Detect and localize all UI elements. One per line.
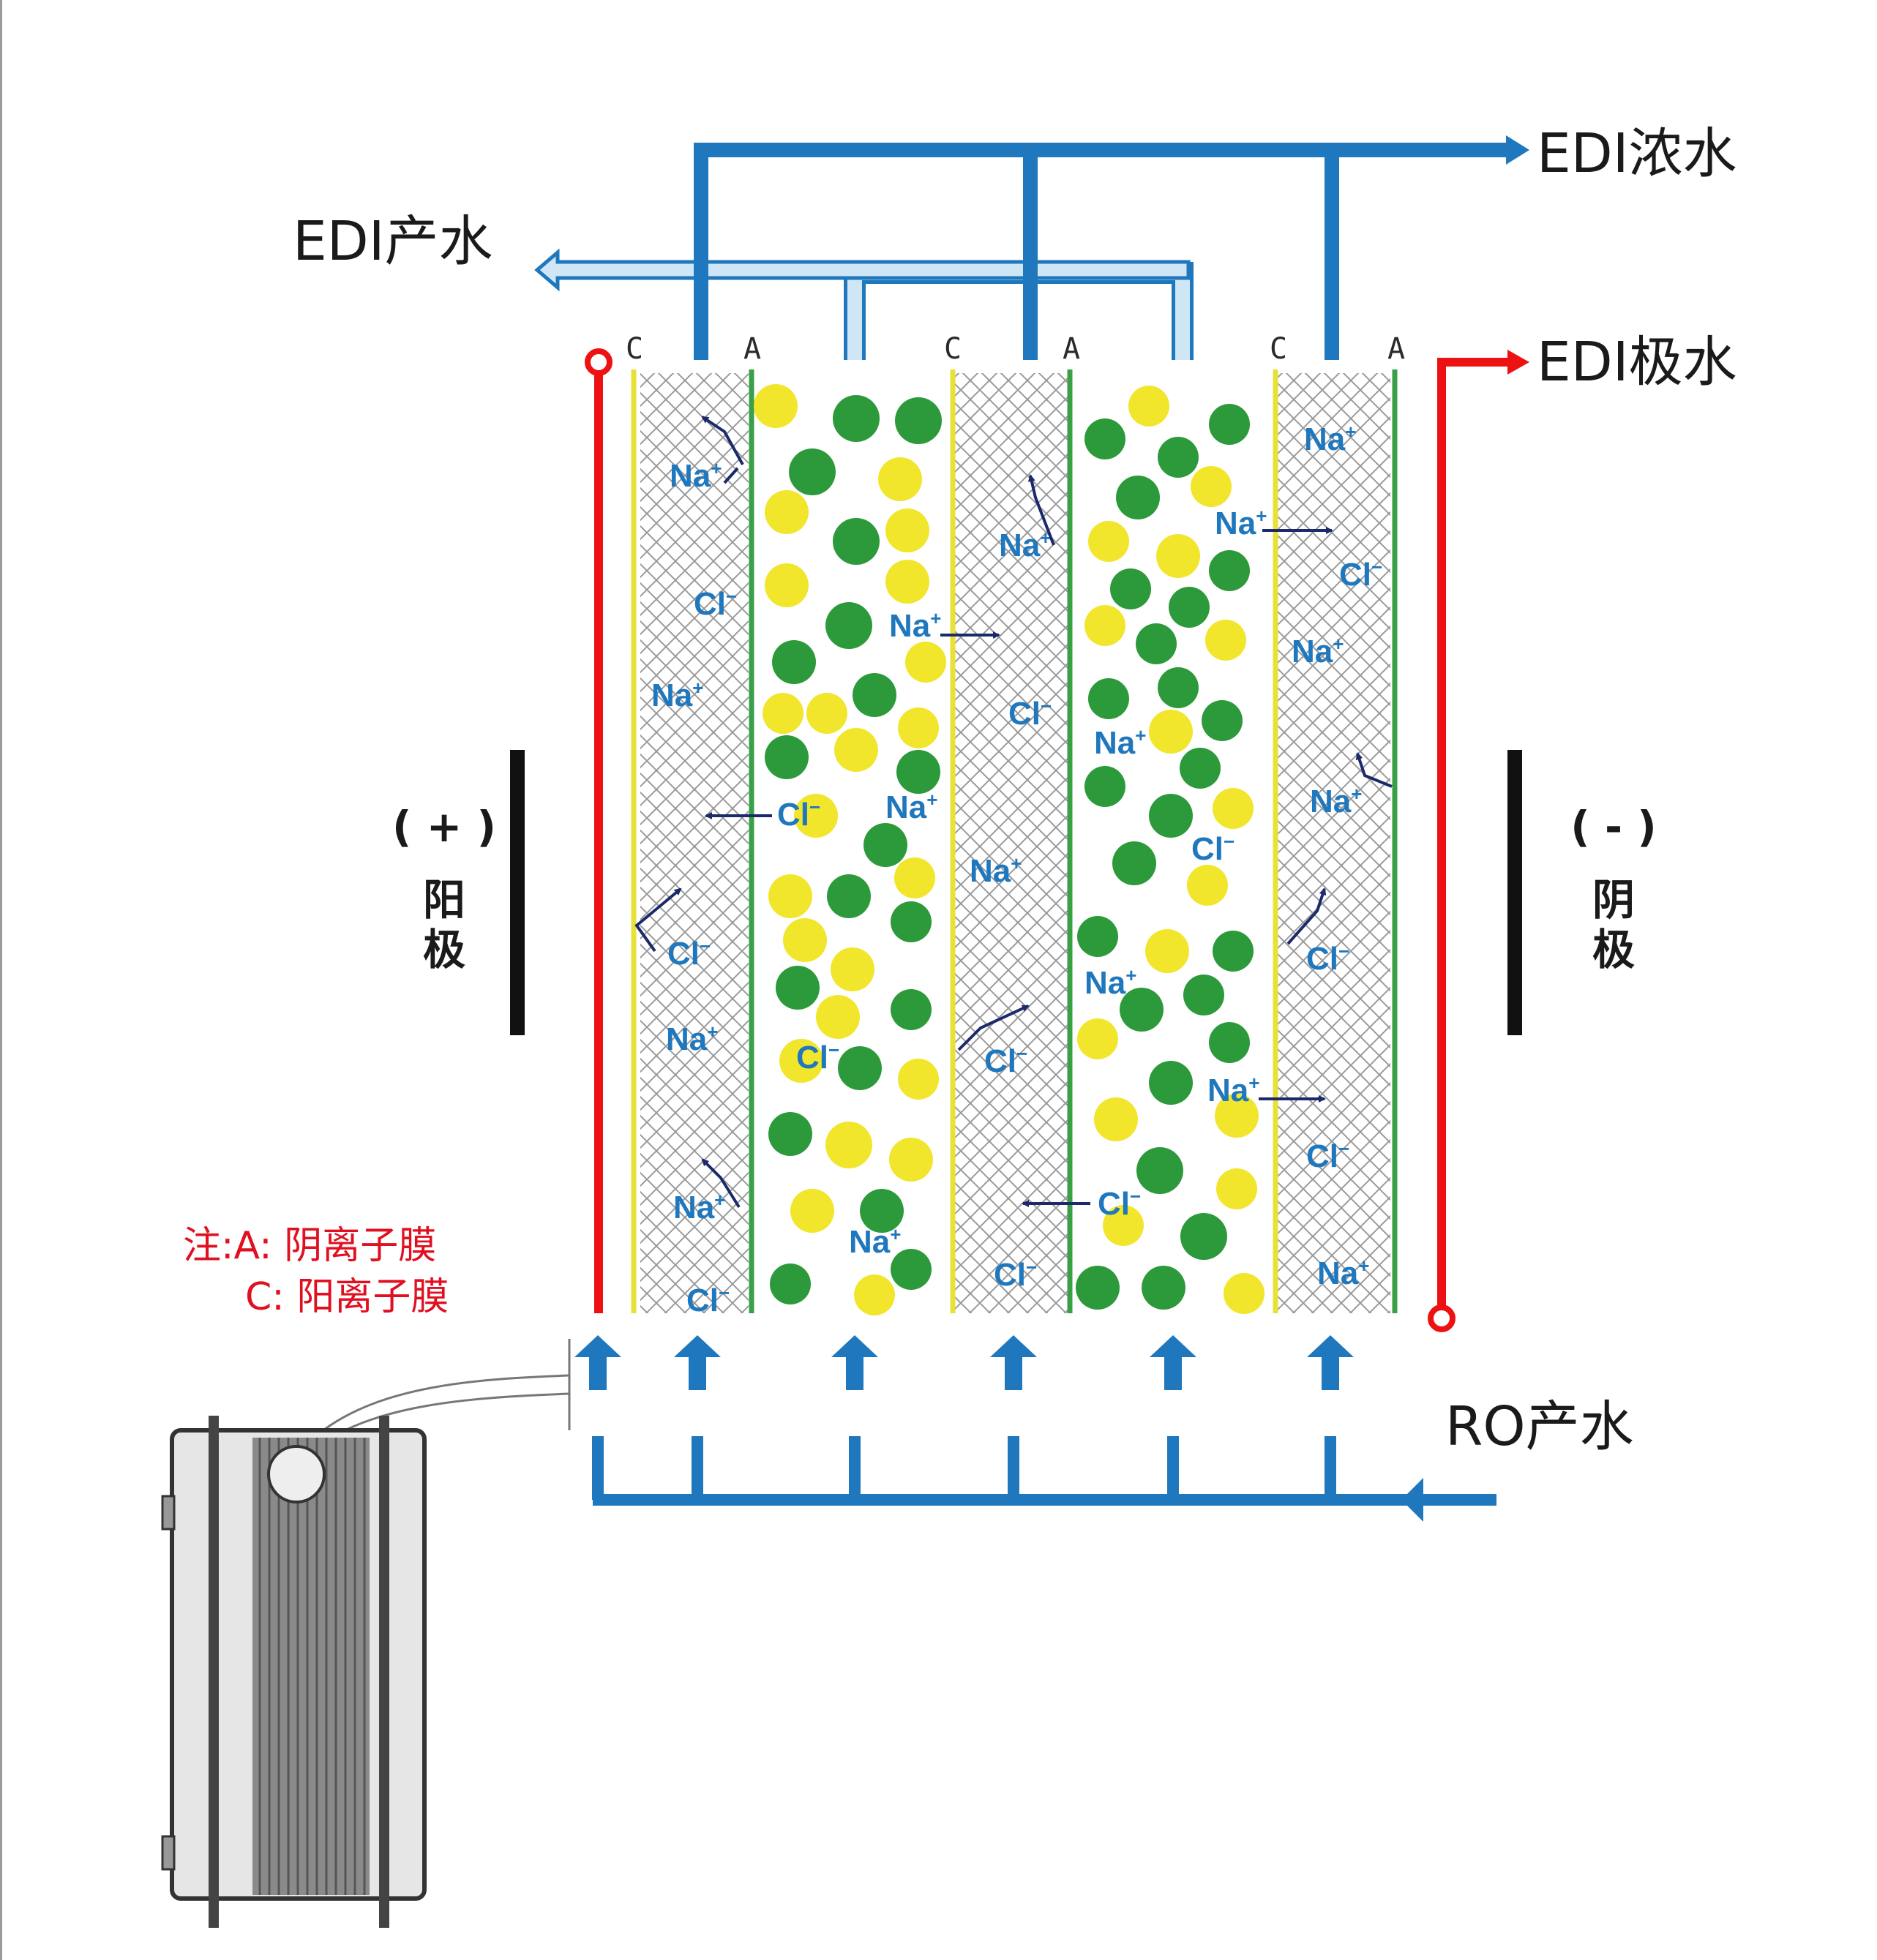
ion-cl: Cl−: [686, 1282, 730, 1318]
ion-cl: Cl−: [1306, 940, 1349, 977]
cathode-plate: [1507, 750, 1522, 1035]
legend-note-anion: 注:A: 阴离子膜: [183, 1224, 436, 1268]
concentrate-compartment-2: [955, 373, 1068, 1313]
ion-na: Na+: [651, 677, 703, 713]
membrane-label-a-3: A: [1387, 332, 1405, 366]
ion-cl: Cl−: [994, 1256, 1037, 1293]
left-border: [0, 0, 2, 1960]
legend-note-cation: C: 阳离子膜: [245, 1275, 449, 1319]
ion-na: Na+: [1207, 1072, 1259, 1108]
membrane-label-c-3: C: [1270, 332, 1287, 366]
ion-cl: Cl−: [796, 1039, 839, 1075]
edi-electrode-water-label: EDI极水: [1537, 331, 1737, 394]
ion-na: Na+: [1215, 505, 1267, 541]
edi-concentrate-pipe: [694, 143, 1506, 360]
ion-na: Na+: [1094, 724, 1146, 761]
cathode-label-2: 极: [1592, 925, 1635, 975]
ion-na: Na+: [1084, 964, 1136, 1001]
ion-na: Na+: [666, 1021, 718, 1057]
ion-na: Na+: [670, 457, 722, 494]
edi-module-illustration: [161, 1416, 427, 1928]
ion-cl: Cl−: [1098, 1185, 1141, 1222]
edi-concentrate-label: EDI浓水: [1537, 122, 1737, 185]
membrane-label-a-2: A: [1063, 332, 1080, 366]
ion-cl: Cl−: [1008, 695, 1052, 732]
ion-na: Na+: [849, 1223, 901, 1260]
ion-na: Na+: [1304, 421, 1356, 457]
anode-plate: [510, 750, 525, 1035]
ion-na: Na+: [1292, 633, 1344, 669]
ro-product-label: RO产水: [1445, 1395, 1634, 1458]
membrane-label-a-1: A: [743, 332, 761, 366]
edi-product-pipe: [534, 248, 1194, 360]
concentrate-arrowhead: [1506, 135, 1529, 165]
ro-inlet-arrowhead: [1401, 1478, 1423, 1522]
electrode-wires: [585, 348, 1529, 1332]
ion-cl: Cl−: [1339, 556, 1382, 593]
ion-na: Na+: [970, 852, 1022, 889]
ion-na: Na+: [889, 607, 941, 644]
ion-cl: Cl−: [694, 585, 737, 622]
ion-na: Na+: [999, 527, 1051, 563]
ion-movement-arrows: [634, 416, 1393, 1209]
ro-feed-manifold: [592, 1436, 1496, 1506]
ion-cl: Cl−: [667, 935, 711, 972]
ion-cl: Cl−: [777, 796, 820, 833]
ion-labels: Na+ Cl− Na+ Cl− Cl− Na+ Na+ Cl− Na+ Na+ …: [651, 421, 1382, 1318]
ion-na: Na+: [885, 789, 937, 825]
cathode-sign: ( - ): [1570, 802, 1656, 852]
concentrate-compartment-1: [640, 373, 749, 1313]
anode-label-1: 阳: [423, 875, 465, 925]
inflow-arrows: [574, 1335, 1354, 1390]
edi-product-label: EDI产水: [293, 210, 493, 273]
ion-cl: Cl−: [1191, 830, 1235, 867]
resin-beads: [754, 384, 1265, 1315]
membrane-label-c-1: C: [626, 332, 643, 366]
ion-na: Na+: [1317, 1255, 1369, 1291]
ion-na: Na+: [1310, 783, 1362, 819]
ion-cl: Cl−: [1306, 1138, 1349, 1174]
cathode-label-1: 阴: [1592, 875, 1635, 925]
ion-cl: Cl−: [984, 1043, 1027, 1079]
membrane-label-c-2: C: [944, 332, 962, 366]
ion-na: Na+: [673, 1189, 725, 1225]
anode-label-2: 极: [423, 925, 465, 975]
anode-sign: ( + ): [392, 802, 496, 852]
